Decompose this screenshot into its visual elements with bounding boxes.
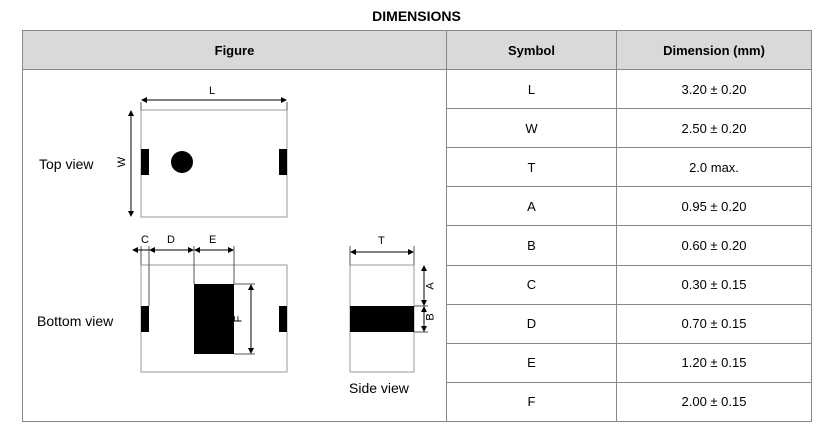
header-figure: Figure xyxy=(22,30,447,70)
symbol-cell: T xyxy=(446,147,617,188)
dim-label-F: F xyxy=(232,315,245,323)
dim-label-T: T xyxy=(378,235,385,247)
dim-label-E: E xyxy=(209,234,217,246)
table-row: B 0.60 ± 0.20 xyxy=(23,225,812,266)
symbol-cell: A xyxy=(446,186,617,227)
polarity-dot-icon xyxy=(171,151,193,173)
dim-label-B: B xyxy=(424,313,437,321)
table-header-row: Figure Symbol Dimension (mm) xyxy=(22,30,812,70)
table-row: F 2.00 ± 0.15 xyxy=(23,381,812,423)
header-symbol: Symbol xyxy=(446,30,617,70)
symbol-cell: E xyxy=(446,342,617,383)
dimension-cell: 2.0 max. xyxy=(616,147,812,188)
side-view-terminal xyxy=(350,306,414,332)
symbol-cell: B xyxy=(446,225,617,266)
dimension-cell: 2.00 ± 0.15 xyxy=(616,381,812,423)
dimension-cell: 0.30 ± 0.15 xyxy=(616,264,812,305)
table-row: Top view Bottom view Side view L W C D E… xyxy=(22,68,812,422)
dimension-cell: 0.70 ± 0.15 xyxy=(616,303,812,344)
dimension-cell: 2.50 ± 0.20 xyxy=(616,108,812,149)
side-view-label: Side view xyxy=(349,380,409,396)
dim-label-D: D xyxy=(167,234,175,246)
bottom-view-center-pad xyxy=(194,284,234,354)
dimensions-table: Figure Symbol Dimension (mm) xyxy=(22,30,812,423)
symbol-cell: C xyxy=(446,264,617,305)
table-row: A 0.95 ± 0.20 xyxy=(23,186,812,227)
page-title: DIMENSIONS xyxy=(372,8,461,24)
symbol-cell: D xyxy=(446,303,617,344)
table-row: E 1.20 ± 0.15 xyxy=(23,342,812,383)
bottom-view-right-terminal xyxy=(279,306,287,332)
dim-label-L: L xyxy=(209,85,216,97)
dim-label-W: W xyxy=(116,156,129,168)
dimension-cell: 1.20 ± 0.15 xyxy=(616,342,812,383)
top-view-left-terminal xyxy=(141,149,149,175)
dimension-cell: 0.60 ± 0.20 xyxy=(616,225,812,266)
dimension-cell: 0.95 ± 0.20 xyxy=(616,186,812,227)
symbol-cell: L xyxy=(446,68,617,110)
top-view-label: Top view xyxy=(39,156,94,172)
bottom-view-label: Bottom view xyxy=(37,313,114,329)
figure-cell: Top view Bottom view Side view L W C D E… xyxy=(22,69,447,422)
header-dimension: Dimension (mm) xyxy=(616,30,812,70)
table-row: D 0.70 ± 0.15 xyxy=(23,303,812,344)
table-row: T 2.0 max. xyxy=(23,147,812,188)
dim-label-A: A xyxy=(424,282,437,290)
symbol-cell: W xyxy=(446,108,617,149)
top-view-body xyxy=(140,109,288,218)
symbol-cell: F xyxy=(446,381,617,423)
bottom-view-left-terminal xyxy=(141,306,149,332)
top-view-right-terminal xyxy=(279,149,287,175)
component-drawing xyxy=(128,97,428,373)
dim-label-C: C xyxy=(141,234,149,246)
dimension-cell: 3.20 ± 0.20 xyxy=(616,68,812,110)
